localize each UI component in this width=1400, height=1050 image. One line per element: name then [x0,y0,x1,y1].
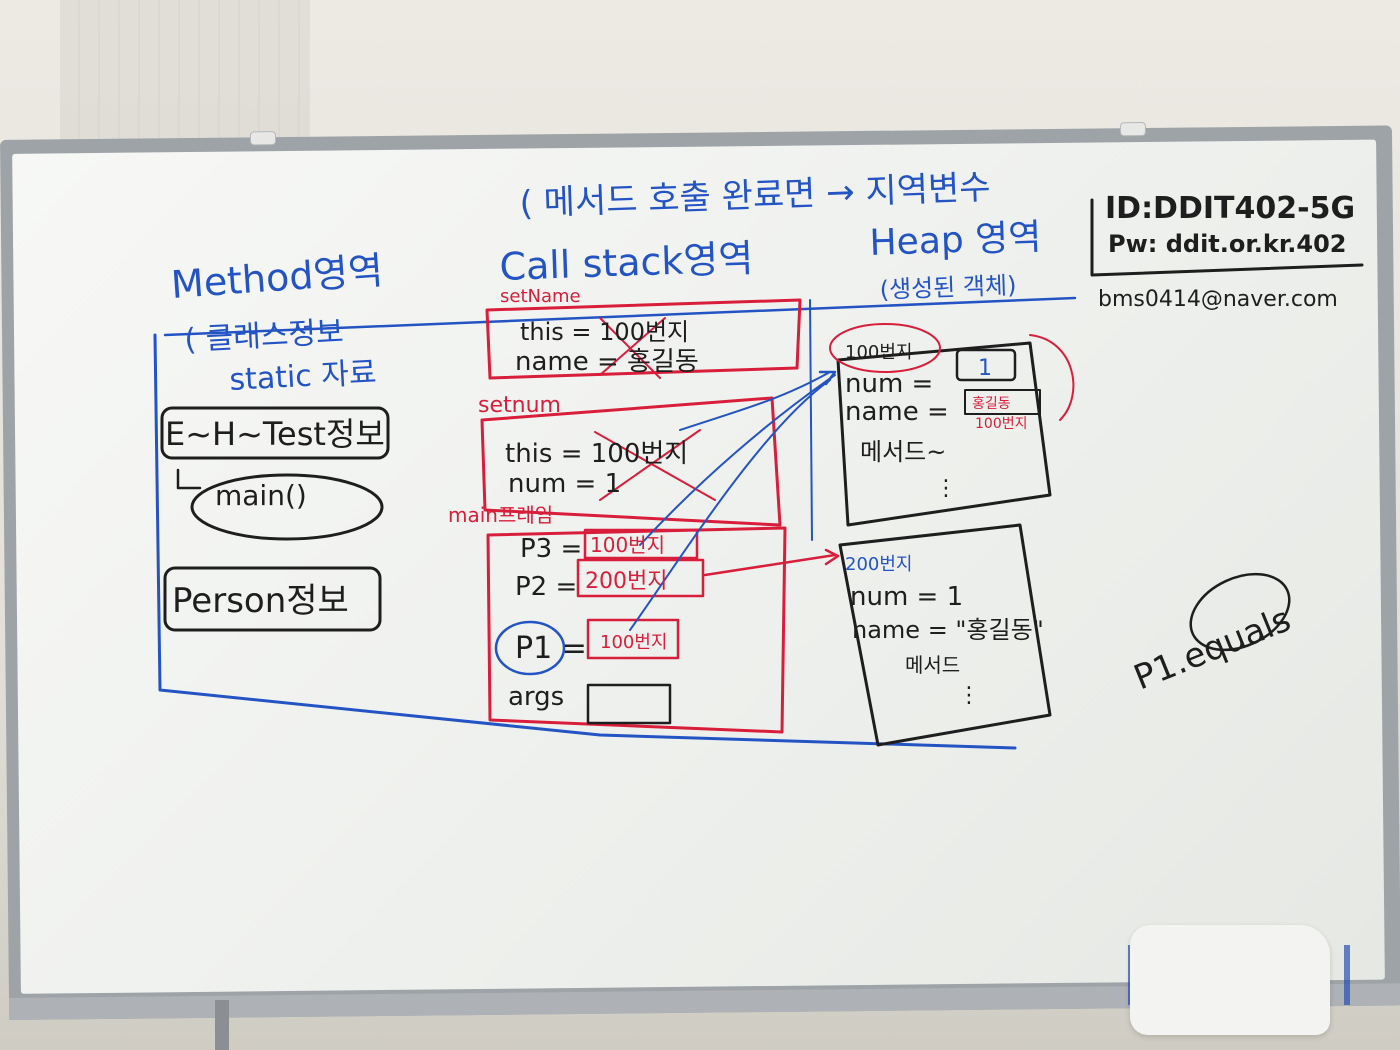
addr-100-circle [829,323,941,373]
setnum-num: num = 1 [508,469,621,499]
obj2-name: name = "홍길동" [852,616,1044,644]
login-pw: Pw: ddit.or.kr.402 [1108,230,1347,258]
login-id: ID:DDIT402-5G [1105,191,1355,226]
setnum-label: setnum [478,393,561,418]
heap-object-200 [838,523,1052,747]
obj1-name-ref: 100번지 [975,416,1027,432]
args-label: args [508,682,564,712]
setnum-this-arrow [679,371,831,431]
p1-circle [494,620,566,676]
email-note: bms0414@naver.com [1098,287,1338,312]
num-value-box [955,348,1017,382]
obj2-addr: 200번지 [845,554,912,575]
setnum-frame [480,396,782,527]
obj1-name-value: 홍길동 [972,396,1011,412]
equals-note: P1.equals [1128,599,1296,698]
setname-this: this = 100번지 [520,318,689,346]
args-value-box [586,683,672,725]
region-outline-top [163,296,1077,337]
person-class-label: Person정보 [172,581,349,621]
obj1-addr: 100번지 [845,342,912,363]
p2-arrowhead [824,548,840,566]
setnum-this: this = 100번지 [505,439,688,469]
heap-title: Heap 영역 [869,217,1042,264]
method-area-subtitle2: static 자료 [229,355,378,398]
main-method-oval [190,473,384,541]
method-area-title: Method영역 [170,248,385,307]
p3-label: P3 = [520,534,582,564]
obj2-dots: ⋮ [958,683,980,708]
p1-arrow [629,379,831,631]
obj1-num-label: num = [845,369,933,399]
obj1-num-value: 1 [978,356,992,381]
p1-value-box [586,618,680,660]
tissue-eraser [1130,925,1330,1035]
call-stack-title: Call stack영역 [499,236,754,289]
region-divider [809,299,813,541]
main-connector [176,468,202,490]
p2-arrow [703,553,837,577]
region-outline-bottom [153,333,1017,750]
p2-value: 200번지 [585,569,667,594]
obj2-num: num = 1 [850,582,963,612]
p3-value-box [583,528,699,560]
name-value-box [964,389,1041,415]
method-area-subtitle1: ( 클래스정보 [184,315,345,358]
blue-arrowhead [818,370,837,386]
obj1-name-label: name = [845,397,949,427]
p2-label: P2 = [515,572,577,602]
obj1-methods: 메서드~ [860,438,946,466]
setname-frame [485,298,802,380]
main-frame-label: main프레임 [448,503,553,527]
board-stand [215,1000,229,1050]
p2-value-box [576,558,705,598]
top-note: ( 메서드 호출 완료면 → 지역변수 [519,168,991,224]
heap-red-curve [1029,334,1075,421]
obj1-dots: ⋮ [935,476,957,501]
window-blind [60,0,310,150]
p1-label: P1 = [515,631,587,666]
setname-name: name = 홍길동 [515,347,699,377]
setname-label: setName [500,286,581,307]
setname-cross [599,317,666,379]
test-class-box [160,406,390,460]
heap-subtitle: (생성된 객체) [879,271,1017,304]
heap-object-100 [836,341,1052,527]
main-method-label: main() [215,479,307,512]
p1-value: 100번지 [600,632,667,653]
p3-value: 100번지 [590,533,665,557]
equals-oval [1189,572,1291,652]
login-box-border [1090,198,1364,277]
test-class-label: E~H~Test정보 [165,415,385,453]
p3-arrow [639,374,836,546]
obj2-methods: 메서드 [905,653,960,677]
person-class-box [163,566,382,632]
